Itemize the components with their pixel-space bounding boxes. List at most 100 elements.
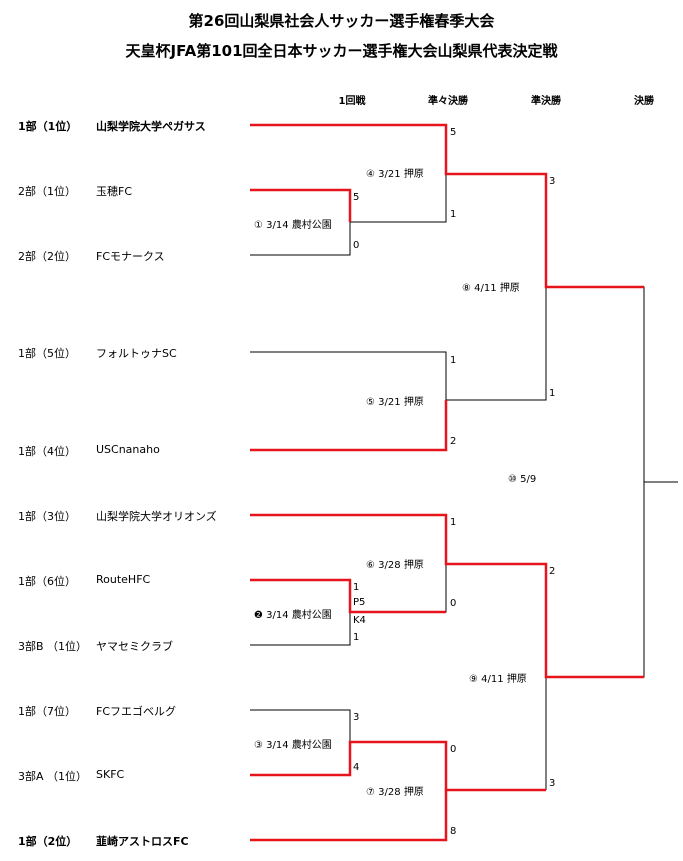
score: 1 bbox=[353, 632, 360, 643]
match-venue: 押原 bbox=[403, 397, 424, 408]
score: 5 bbox=[353, 192, 360, 203]
match-date: 3/14 bbox=[266, 740, 289, 751]
round-label-quarterfinal: 準々決勝 bbox=[428, 96, 468, 107]
bracket-line bbox=[350, 174, 447, 223]
score: 4 bbox=[353, 762, 360, 773]
team-rank: 1部（5位） bbox=[18, 347, 76, 360]
match-number: ⑤ bbox=[366, 397, 375, 408]
match-date: 3/14 bbox=[266, 610, 289, 621]
match-date: 3/28 bbox=[378, 787, 401, 798]
team-name: SKFC bbox=[96, 768, 125, 781]
match-number: ⑧ bbox=[462, 283, 471, 294]
team-rank: 3部B （1位） bbox=[18, 640, 88, 653]
winner-line bbox=[250, 188, 352, 222]
match-label: ⑥ 3/28 押原 bbox=[366, 556, 424, 571]
team-rank: 2部（1位） bbox=[18, 185, 76, 198]
match-date: 5/9 bbox=[520, 474, 537, 485]
match-label: ⑩ 5/9 bbox=[508, 474, 536, 485]
match-number: ③ bbox=[254, 740, 263, 751]
match-venue: 押原 bbox=[403, 560, 424, 571]
match-number: ④ bbox=[366, 169, 375, 180]
score: 2 bbox=[549, 566, 556, 577]
match-number: ⑥ bbox=[366, 560, 375, 571]
match-venue: 押原 bbox=[403, 787, 424, 798]
score: 3 bbox=[549, 176, 556, 187]
bracket-line bbox=[446, 287, 547, 401]
match-venue: 押原 bbox=[506, 674, 527, 685]
winner-line bbox=[250, 400, 448, 452]
score: 0 bbox=[353, 240, 360, 251]
score: 1 bbox=[450, 209, 457, 220]
score: 3 bbox=[353, 712, 360, 723]
team-name: フォルトゥナSC bbox=[96, 347, 177, 360]
score: 5 bbox=[450, 127, 457, 138]
bracket-line bbox=[546, 286, 645, 678]
match-venue: 押原 bbox=[403, 169, 424, 180]
match-number: ❷ bbox=[254, 610, 263, 621]
match-date: 3/14 bbox=[266, 220, 289, 231]
team-rank: 1部（1位） bbox=[18, 120, 78, 133]
score: 1 bbox=[353, 582, 360, 593]
match-venue: 農村公園 bbox=[291, 610, 332, 621]
score: K4 bbox=[353, 615, 366, 626]
score: 0 bbox=[450, 598, 457, 609]
team-rank: 1部（2位） bbox=[18, 835, 78, 848]
team-name: 山梨学院大学ペガサス bbox=[96, 120, 206, 133]
match-number: ⑩ bbox=[508, 474, 517, 485]
round-label-final: 決勝 bbox=[634, 96, 654, 107]
team-rank: 3部A （1位） bbox=[18, 770, 88, 783]
score: 1 bbox=[450, 355, 457, 366]
match-venue: 農村公園 bbox=[291, 220, 332, 231]
score: P5 bbox=[353, 597, 366, 608]
match-date: 3/21 bbox=[378, 169, 401, 180]
team-rank: 2部（2位） bbox=[18, 250, 76, 263]
team-name: RouteHFC bbox=[96, 573, 151, 586]
match-venue: 押原 bbox=[499, 283, 520, 294]
score: 1 bbox=[549, 388, 556, 399]
round-label-first: 1回戦 bbox=[338, 96, 366, 107]
winner-line bbox=[250, 123, 644, 289]
match-label: ① 3/14 農村公園 bbox=[254, 216, 332, 231]
tournament-title: 第26回山梨県社会人サッカー選手権春季大会 bbox=[188, 12, 495, 30]
match-date: 4/11 bbox=[481, 674, 504, 685]
bracket-line bbox=[250, 612, 351, 646]
team-name: USCnanaho bbox=[96, 443, 160, 456]
match-venue: 農村公園 bbox=[291, 740, 332, 751]
team-name: ヤマセミクラブ bbox=[96, 640, 173, 653]
match-number: ⑦ bbox=[366, 787, 375, 798]
team-name: FCフエゴベルグ bbox=[96, 705, 177, 718]
match-label: ⑨ 4/11 押原 bbox=[469, 670, 527, 685]
team-name: 玉穂FC bbox=[96, 185, 133, 198]
team-name: FCモナークス bbox=[96, 250, 165, 263]
match-number: ① bbox=[254, 220, 263, 231]
winner-line bbox=[250, 578, 446, 614]
winner-line bbox=[250, 788, 546, 842]
team-name: 韮崎アストロスFC bbox=[96, 835, 189, 848]
match-date: 3/28 bbox=[378, 560, 401, 571]
score: 0 bbox=[450, 744, 457, 755]
match-label: ❷ 3/14 農村公園 bbox=[254, 606, 332, 621]
bracket-line bbox=[250, 222, 351, 256]
match-label: ⑧ 4/11 押原 bbox=[462, 279, 520, 294]
team-rank: 1部（4位） bbox=[18, 445, 76, 458]
score: 3 bbox=[549, 778, 556, 789]
round-label-semifinal: 準決勝 bbox=[531, 96, 561, 107]
team-rank: 1部（3位） bbox=[18, 510, 76, 523]
score: 8 bbox=[450, 826, 457, 837]
tournament-subtitle: 天皇杯JFA第101回全日本サッカー選手権大会山梨県代表決定戦 bbox=[125, 42, 558, 60]
match-date: 3/21 bbox=[378, 397, 401, 408]
winner-line bbox=[250, 740, 448, 790]
bracket-line bbox=[250, 351, 447, 400]
team-name: 山梨学院大学オリオンズ bbox=[96, 510, 217, 523]
match-date: 4/11 bbox=[474, 283, 497, 294]
winner-line bbox=[250, 513, 644, 679]
score: 1 bbox=[450, 517, 457, 528]
bracket-line bbox=[250, 709, 351, 742]
match-number: ⑨ bbox=[469, 674, 478, 685]
match-label: ③ 3/14 農村公園 bbox=[254, 736, 332, 751]
match-label: ⑦ 3/28 押原 bbox=[366, 783, 424, 798]
match-label: ④ 3/21 押原 bbox=[366, 165, 424, 180]
team-rank: 1部（7位） bbox=[18, 705, 76, 718]
score: 2 bbox=[450, 436, 457, 447]
